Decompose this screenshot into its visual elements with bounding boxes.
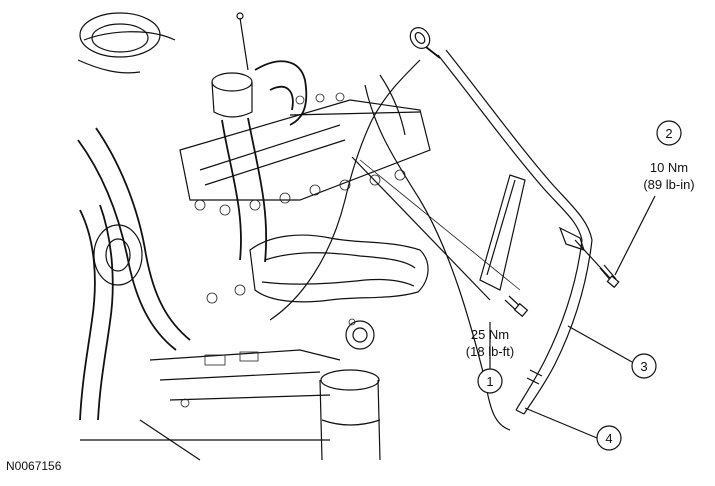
callout-2-torque-metric: 10 Nm — [650, 160, 688, 175]
callout-1-torque-metric: 25 Nm — [471, 327, 509, 342]
bolt-item-2 — [599, 264, 620, 289]
callout-1-torque-imperial: (18 lb-ft) — [466, 344, 514, 359]
callout-1-number: 1 — [486, 374, 493, 389]
engine-illustration — [77, 12, 431, 461]
callout-4-number: 4 — [605, 431, 612, 446]
callout-2-number: 2 — [665, 126, 672, 141]
callout-3-number: 3 — [640, 359, 647, 374]
callout-3: 3 — [631, 353, 657, 379]
bolt-item-1 — [504, 295, 529, 318]
callout-2-torque-imperial: (89 lb-in) — [643, 177, 694, 192]
dipstick-tube-assembly — [269, 27, 611, 431]
callout-2: 2 10 Nm (89 lb-in) — [643, 120, 695, 192]
figure-reference-code: N0067156 — [6, 459, 62, 473]
leader-lines — [351, 156, 656, 439]
callout-1: 25 Nm (18 lb-ft) 1 — [466, 327, 514, 394]
callout-4: 4 — [596, 425, 622, 451]
